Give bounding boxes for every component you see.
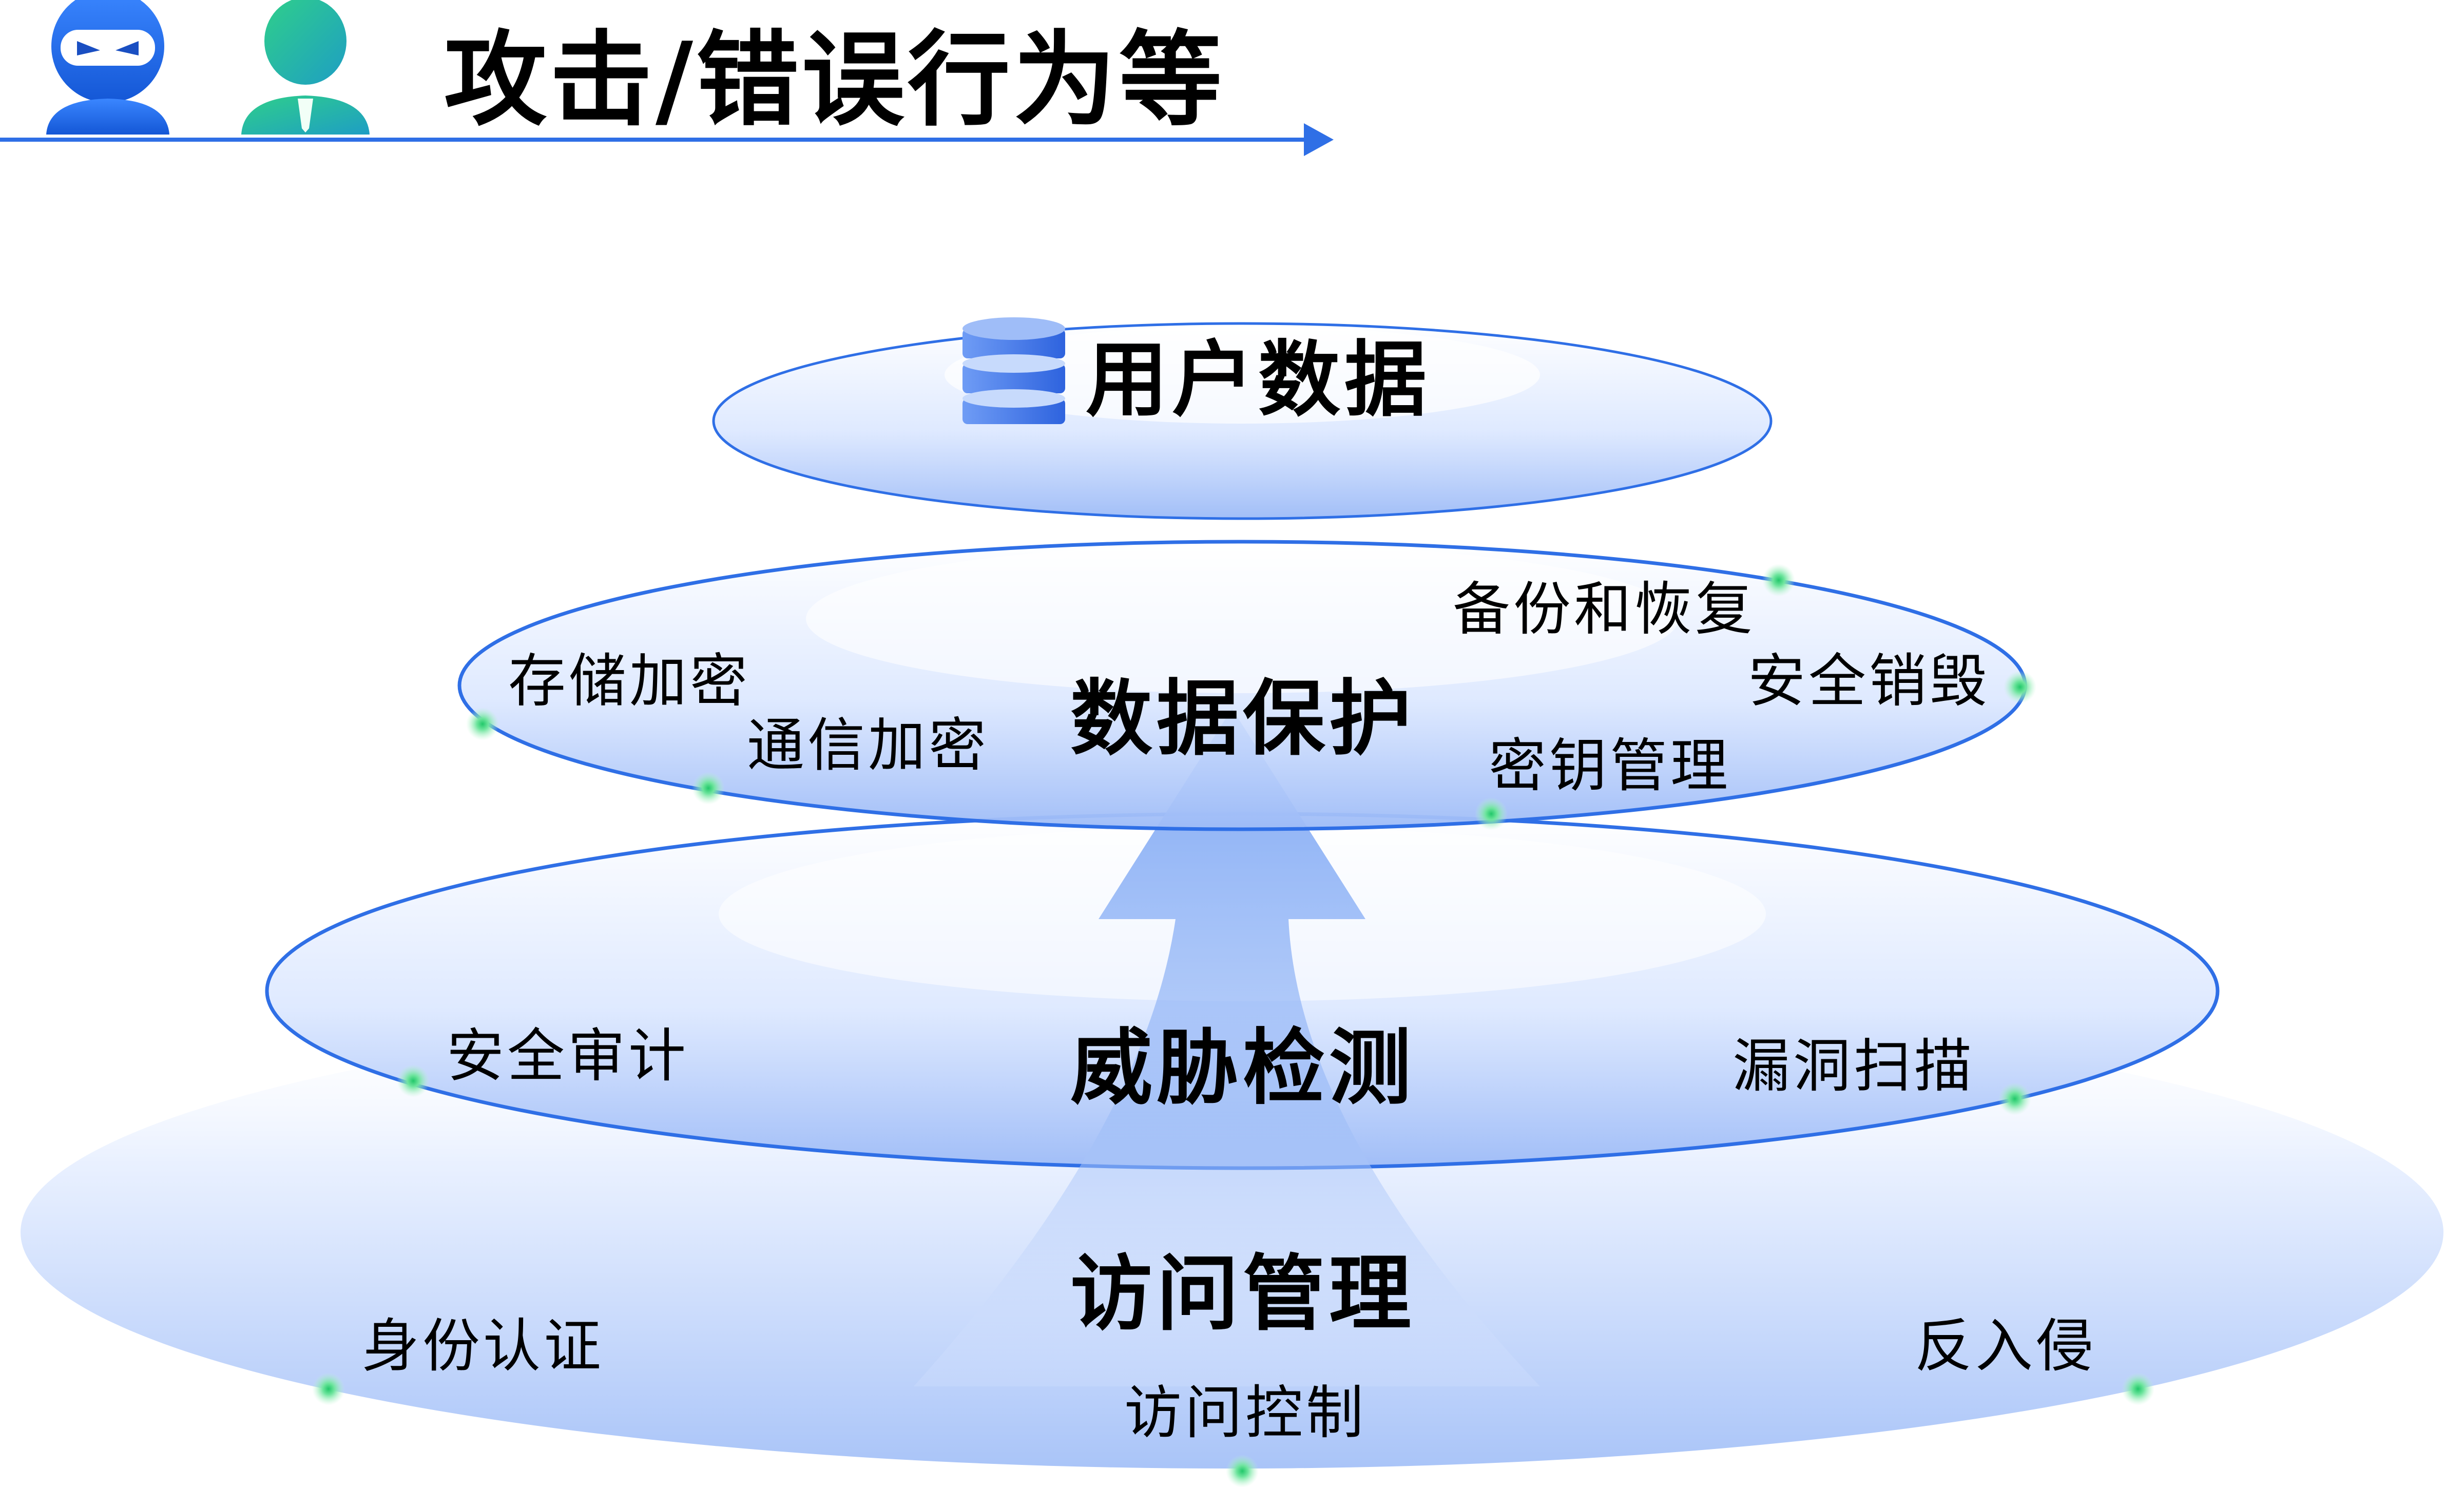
- anchor-dot: [312, 1372, 345, 1405]
- item-communication-encryption: 通信加密: [747, 712, 989, 779]
- item-access-control: 访问控制: [1124, 1380, 1366, 1446]
- data-protection-layer: [457, 540, 2027, 831]
- access-management-title: 访问管理: [1070, 1246, 1415, 1342]
- header-divider-arrow: [0, 123, 1334, 156]
- data-protection-title: 数据保护: [1070, 671, 1415, 767]
- item-anti-intrusion: 反入侵: [1915, 1313, 2096, 1380]
- upward-arrow: [914, 709, 1540, 1386]
- anchor-dots: [312, 564, 2154, 1487]
- database-icon: [962, 317, 1065, 424]
- user-data-title: 用户数据: [1086, 332, 1431, 428]
- anchor-dot: [1226, 1455, 1259, 1487]
- threat-detection-title: 威胁检测: [1070, 1020, 1415, 1116]
- item-identity-authentication: 身份认证: [362, 1313, 604, 1380]
- item-vulnerability-scan: 漏洞扫描: [1732, 1033, 1975, 1100]
- anchor-dot: [397, 1064, 430, 1097]
- anchor-dot: [466, 708, 499, 740]
- item-storage-encryption: 存储加密: [508, 648, 750, 715]
- business-person-icon: [241, 0, 370, 135]
- hacker-avatar-icon: [46, 0, 169, 135]
- anchor-dot: [2122, 1372, 2154, 1405]
- anchor-dot: [692, 772, 725, 805]
- anchor-dot: [2004, 671, 2036, 703]
- item-backup-recovery: 备份和恢复: [1453, 576, 1756, 643]
- anchor-dot: [1762, 564, 1795, 597]
- item-secure-destruction: 安全销毁: [1748, 648, 1990, 715]
- anchor-dot: [1998, 1082, 2031, 1115]
- item-security-audit: 安全审计: [447, 1023, 689, 1090]
- anchor-dot: [1475, 797, 1508, 830]
- header-title: 攻击/错误行为等: [444, 21, 1225, 140]
- item-key-management: 密钥管理: [1489, 733, 1731, 799]
